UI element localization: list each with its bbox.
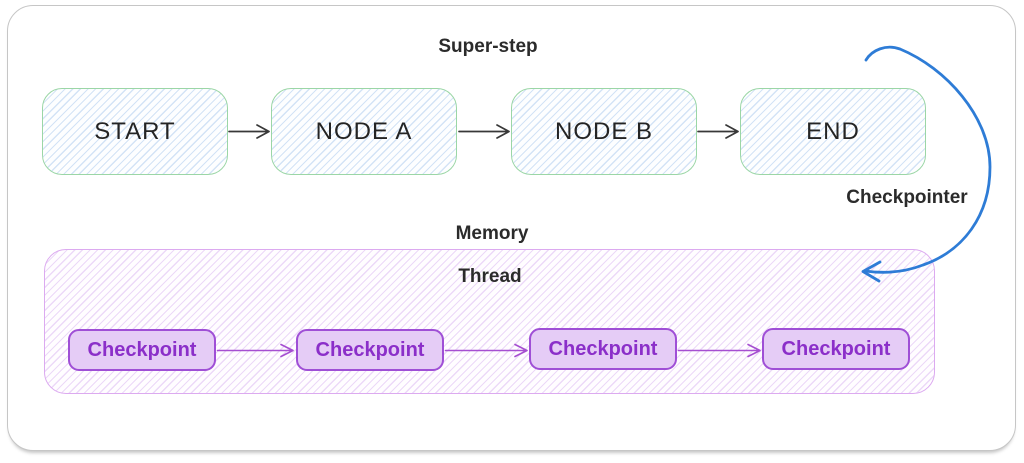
checkpoint-2-label: Checkpoint: [315, 338, 425, 361]
superstep-label: Super-step: [438, 36, 538, 57]
checkpointer-label: Checkpointer: [846, 187, 968, 208]
checkpoint-3: Checkpoint: [529, 328, 677, 370]
node-start-label: START: [94, 117, 176, 145]
thread-label: Thread: [458, 266, 522, 287]
memory-label: Memory: [455, 223, 529, 244]
node-b: NODE B: [511, 88, 697, 175]
node-start: START: [42, 88, 228, 175]
checkpoint-2: Checkpoint: [296, 329, 444, 371]
checkpoint-3-label: Checkpoint: [548, 337, 658, 360]
checkpoint-4-label: Checkpoint: [781, 337, 891, 360]
node-a: NODE A: [271, 88, 457, 175]
node-b-label: NODE B: [554, 117, 653, 145]
checkpoint-1-label: Checkpoint: [87, 338, 197, 361]
node-end: END: [740, 88, 926, 175]
node-a-label: NODE A: [315, 117, 413, 145]
checkpoint-4: Checkpoint: [762, 328, 910, 370]
checkpoint-1: Checkpoint: [68, 329, 216, 371]
node-end-label: END: [806, 117, 860, 145]
